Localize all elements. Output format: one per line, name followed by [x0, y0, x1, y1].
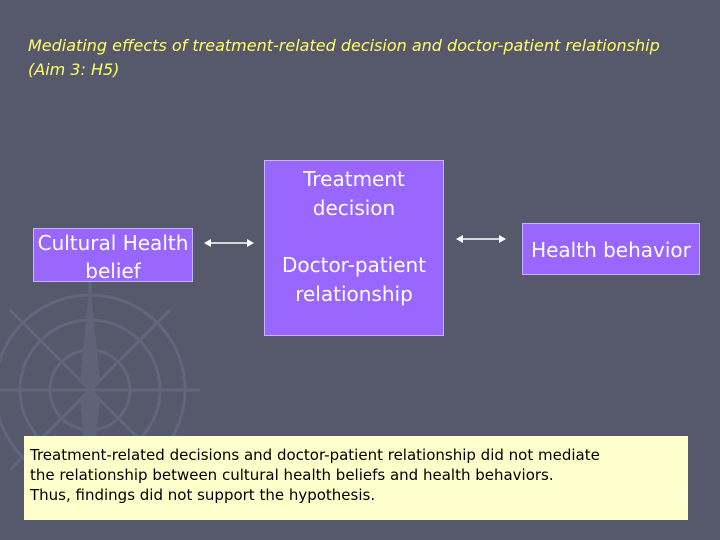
page-number: 2 — [678, 490, 685, 503]
mediator-box: Treatment decision Doctor-patient relati… — [264, 160, 444, 336]
cultural-health-belief-box: Cultural Health belief — [33, 228, 193, 283]
double-arrow-right — [456, 235, 506, 243]
doctor-patient-relationship-label: Doctor-patient relationship — [281, 253, 427, 306]
slide-title: Mediating effects of treatment-related d… — [28, 36, 660, 79]
health-behavior-box: Health behavior — [522, 223, 700, 275]
conclusion-note: Treatment-related decisions and doctor-p… — [24, 436, 688, 520]
note-line: Treatment-related decisions and doctor-p… — [30, 446, 600, 464]
double-arrow-left — [204, 239, 254, 247]
note-line: the relationship between cultural health… — [30, 466, 554, 484]
treatment-decision-label: Treatment decision — [303, 167, 405, 220]
note-line: Thus, findings did not support the hypot… — [30, 486, 376, 504]
